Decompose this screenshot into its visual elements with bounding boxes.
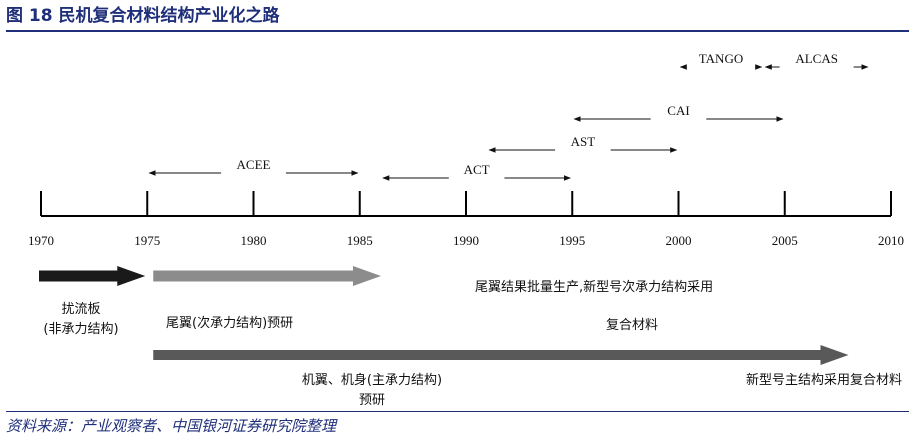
program-act: ACT xyxy=(382,162,571,181)
phase-label-wing-fuselage: 机翼、机身(主承力结构) xyxy=(302,372,442,388)
composite-material-note: 复合材料 xyxy=(606,318,658,333)
phase-arrow-2 xyxy=(153,266,381,286)
figure-title: 图 18 民机复合材料结构产业化之路 xyxy=(6,6,280,26)
year-label-1970: 1970 xyxy=(28,233,54,248)
program-label: ALCAS xyxy=(795,51,838,66)
tail-production-note: 尾翼结果批量生产,新型号次承力结构采用 xyxy=(475,279,713,295)
program-label: TANGO xyxy=(699,51,743,66)
program-alcas: ALCAS xyxy=(764,51,869,70)
program-label: CAI xyxy=(667,103,689,118)
phase-label-tail: 尾翼(次承力结构)预研 xyxy=(166,315,293,331)
program-tango: TANGO xyxy=(679,51,763,70)
figure-source: 资料来源：产业观察者、中国银河证券研究院整理 xyxy=(6,417,337,435)
year-label-1985: 1985 xyxy=(347,233,373,248)
year-label-1975: 1975 xyxy=(134,233,160,248)
program-ast: AST xyxy=(488,134,678,153)
year-label-2010: 2010 xyxy=(878,233,904,248)
year-label-1980: 1980 xyxy=(241,233,267,248)
phase-arrow-3 xyxy=(153,345,849,365)
main-structure-note: 新型号主结构采用复合材料 xyxy=(746,372,902,388)
phase-arrow-1 xyxy=(39,266,146,286)
year-label-2005: 2005 xyxy=(772,233,798,248)
phase-label-spoiler-note: (非承力结构) xyxy=(43,322,118,337)
year-label-1990: 1990 xyxy=(453,233,479,248)
year-label-2000: 2000 xyxy=(666,233,692,248)
title-underline xyxy=(6,30,909,32)
program-acee: ACEE xyxy=(148,157,359,176)
program-label: ACT xyxy=(464,162,490,177)
phase-label-wing-fuselage-note: 预研 xyxy=(359,393,385,408)
program-label: AST xyxy=(571,134,596,149)
program-cai: CAI xyxy=(573,103,784,122)
program-label: ACEE xyxy=(237,157,271,172)
phase-label-spoiler: 扰流板 xyxy=(61,302,100,317)
year-label-1995: 1995 xyxy=(559,233,585,248)
source-divider xyxy=(6,411,909,412)
